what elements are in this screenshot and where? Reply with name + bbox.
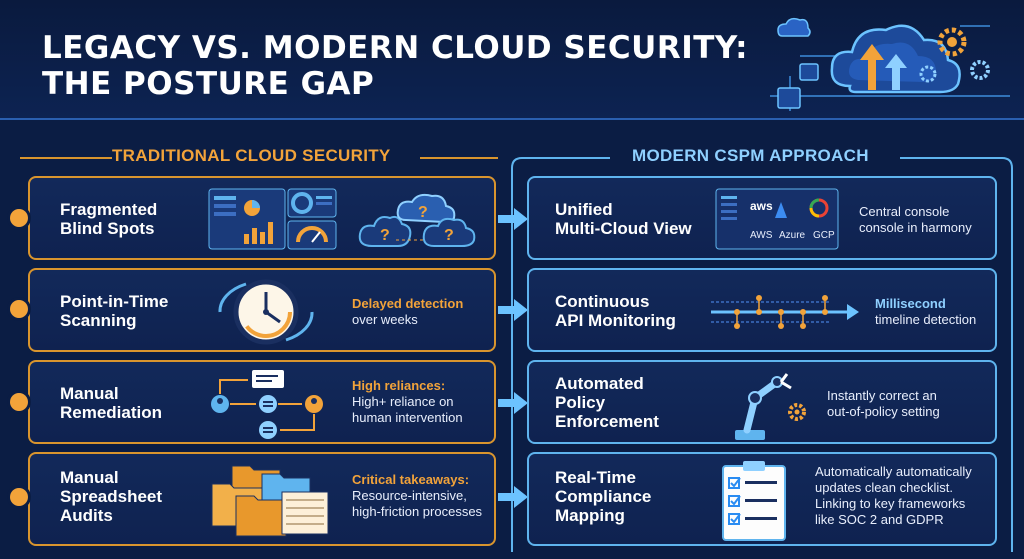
legacy-bullet-dot bbox=[10, 209, 28, 227]
card-note: Central console console in harmony bbox=[859, 204, 972, 235]
robot-arm-icon bbox=[735, 373, 806, 440]
card-title: Unified Multi-Cloud View bbox=[555, 200, 692, 238]
legacy-bullet-dot bbox=[10, 393, 28, 411]
card-title: Manual Spreadsheet Audits bbox=[60, 468, 163, 525]
aws-logo: aws bbox=[750, 199, 773, 213]
legacy-heading: TRADITIONAL CLOUD SECURITY bbox=[112, 146, 391, 165]
modern-card-compliance-mapping: Real-Time Compliance Mapping Automatical… bbox=[527, 452, 997, 546]
modern-column-frame bbox=[511, 157, 1013, 552]
svg-text:?: ? bbox=[444, 227, 454, 244]
arrow-icon bbox=[498, 392, 528, 414]
aws-label: AWS bbox=[750, 230, 773, 241]
modern-heading: MODERN CSPM APPROACH bbox=[632, 146, 869, 165]
timeline-icon bbox=[711, 295, 859, 329]
clock-icon bbox=[218, 279, 314, 345]
question-cloud-icon: ? ? ? bbox=[358, 193, 476, 247]
card-title: Real-Time Compliance Mapping bbox=[555, 468, 652, 525]
card-note: Delayed detection over weeks bbox=[352, 296, 464, 327]
card-title: Manual Remediation bbox=[60, 384, 163, 422]
page-title: LEGACY VS. MODERN CLOUD SECURITY: THE PO… bbox=[42, 30, 748, 102]
gcp-label: GCP bbox=[813, 230, 835, 241]
legacy-card-audits: Manual Spreadsheet Audits Critical takea… bbox=[28, 452, 496, 546]
card-title: Fragmented Blind Spots bbox=[60, 200, 158, 238]
modern-card-api-monitoring: Continuous API Monitoring Millisecond ti… bbox=[527, 268, 997, 352]
svg-text:?: ? bbox=[380, 227, 390, 244]
card-note: Millisecond timeline detection bbox=[875, 296, 977, 327]
card-title: Automated Policy Enforcement bbox=[555, 374, 659, 431]
legacy-bullet-dot bbox=[10, 300, 28, 318]
card-title: Point-in-Time Scanning bbox=[60, 292, 169, 330]
legacy-card-remediation: Manual Remediation High reliances: High+… bbox=[28, 360, 496, 444]
card-note: High reliances: High+ reliance on human … bbox=[352, 378, 463, 425]
card-note: Critical takeaways: Resource-intensive, … bbox=[352, 472, 483, 519]
legacy-frame-right bbox=[420, 157, 498, 159]
svg-text:?: ? bbox=[418, 204, 428, 221]
legacy-card-fragmented: Fragmented Blind Spots ? ? ? bbox=[28, 176, 496, 260]
workflow-icon bbox=[211, 370, 323, 439]
azure-label: Azure bbox=[779, 230, 806, 241]
arrow-icon bbox=[498, 208, 528, 230]
folders-icon bbox=[211, 465, 329, 537]
title-line-2: THE POSTURE GAP bbox=[42, 66, 375, 102]
legacy-bullet-dot bbox=[10, 488, 28, 506]
card-note: Automatically automatically updates clea… bbox=[815, 464, 972, 527]
checklist-icon bbox=[722, 461, 786, 541]
card-note: Instantly correct an out-of-policy setti… bbox=[827, 388, 940, 419]
modern-card-policy-enforcement: Automated Policy Enforcement Instantly c… bbox=[527, 360, 997, 444]
arrow-icon bbox=[498, 486, 528, 508]
legacy-frame-left bbox=[20, 157, 112, 159]
header-banner: LEGACY VS. MODERN CLOUD SECURITY: THE PO… bbox=[0, 0, 1024, 120]
title-line-1: LEGACY VS. MODERN CLOUD SECURITY: bbox=[42, 30, 749, 66]
cloud-gear-icon bbox=[770, 17, 1010, 111]
arrow-icon bbox=[498, 299, 528, 321]
dashboard-icon bbox=[208, 188, 337, 250]
modern-card-multicloud: Unified Multi-Cloud View aws AWS Azure G… bbox=[527, 176, 997, 260]
cloud-providers-icon bbox=[715, 188, 839, 250]
card-title: Continuous API Monitoring bbox=[555, 292, 676, 330]
legacy-card-scanning: Point-in-Time Scanning Delayed detection… bbox=[28, 268, 496, 352]
